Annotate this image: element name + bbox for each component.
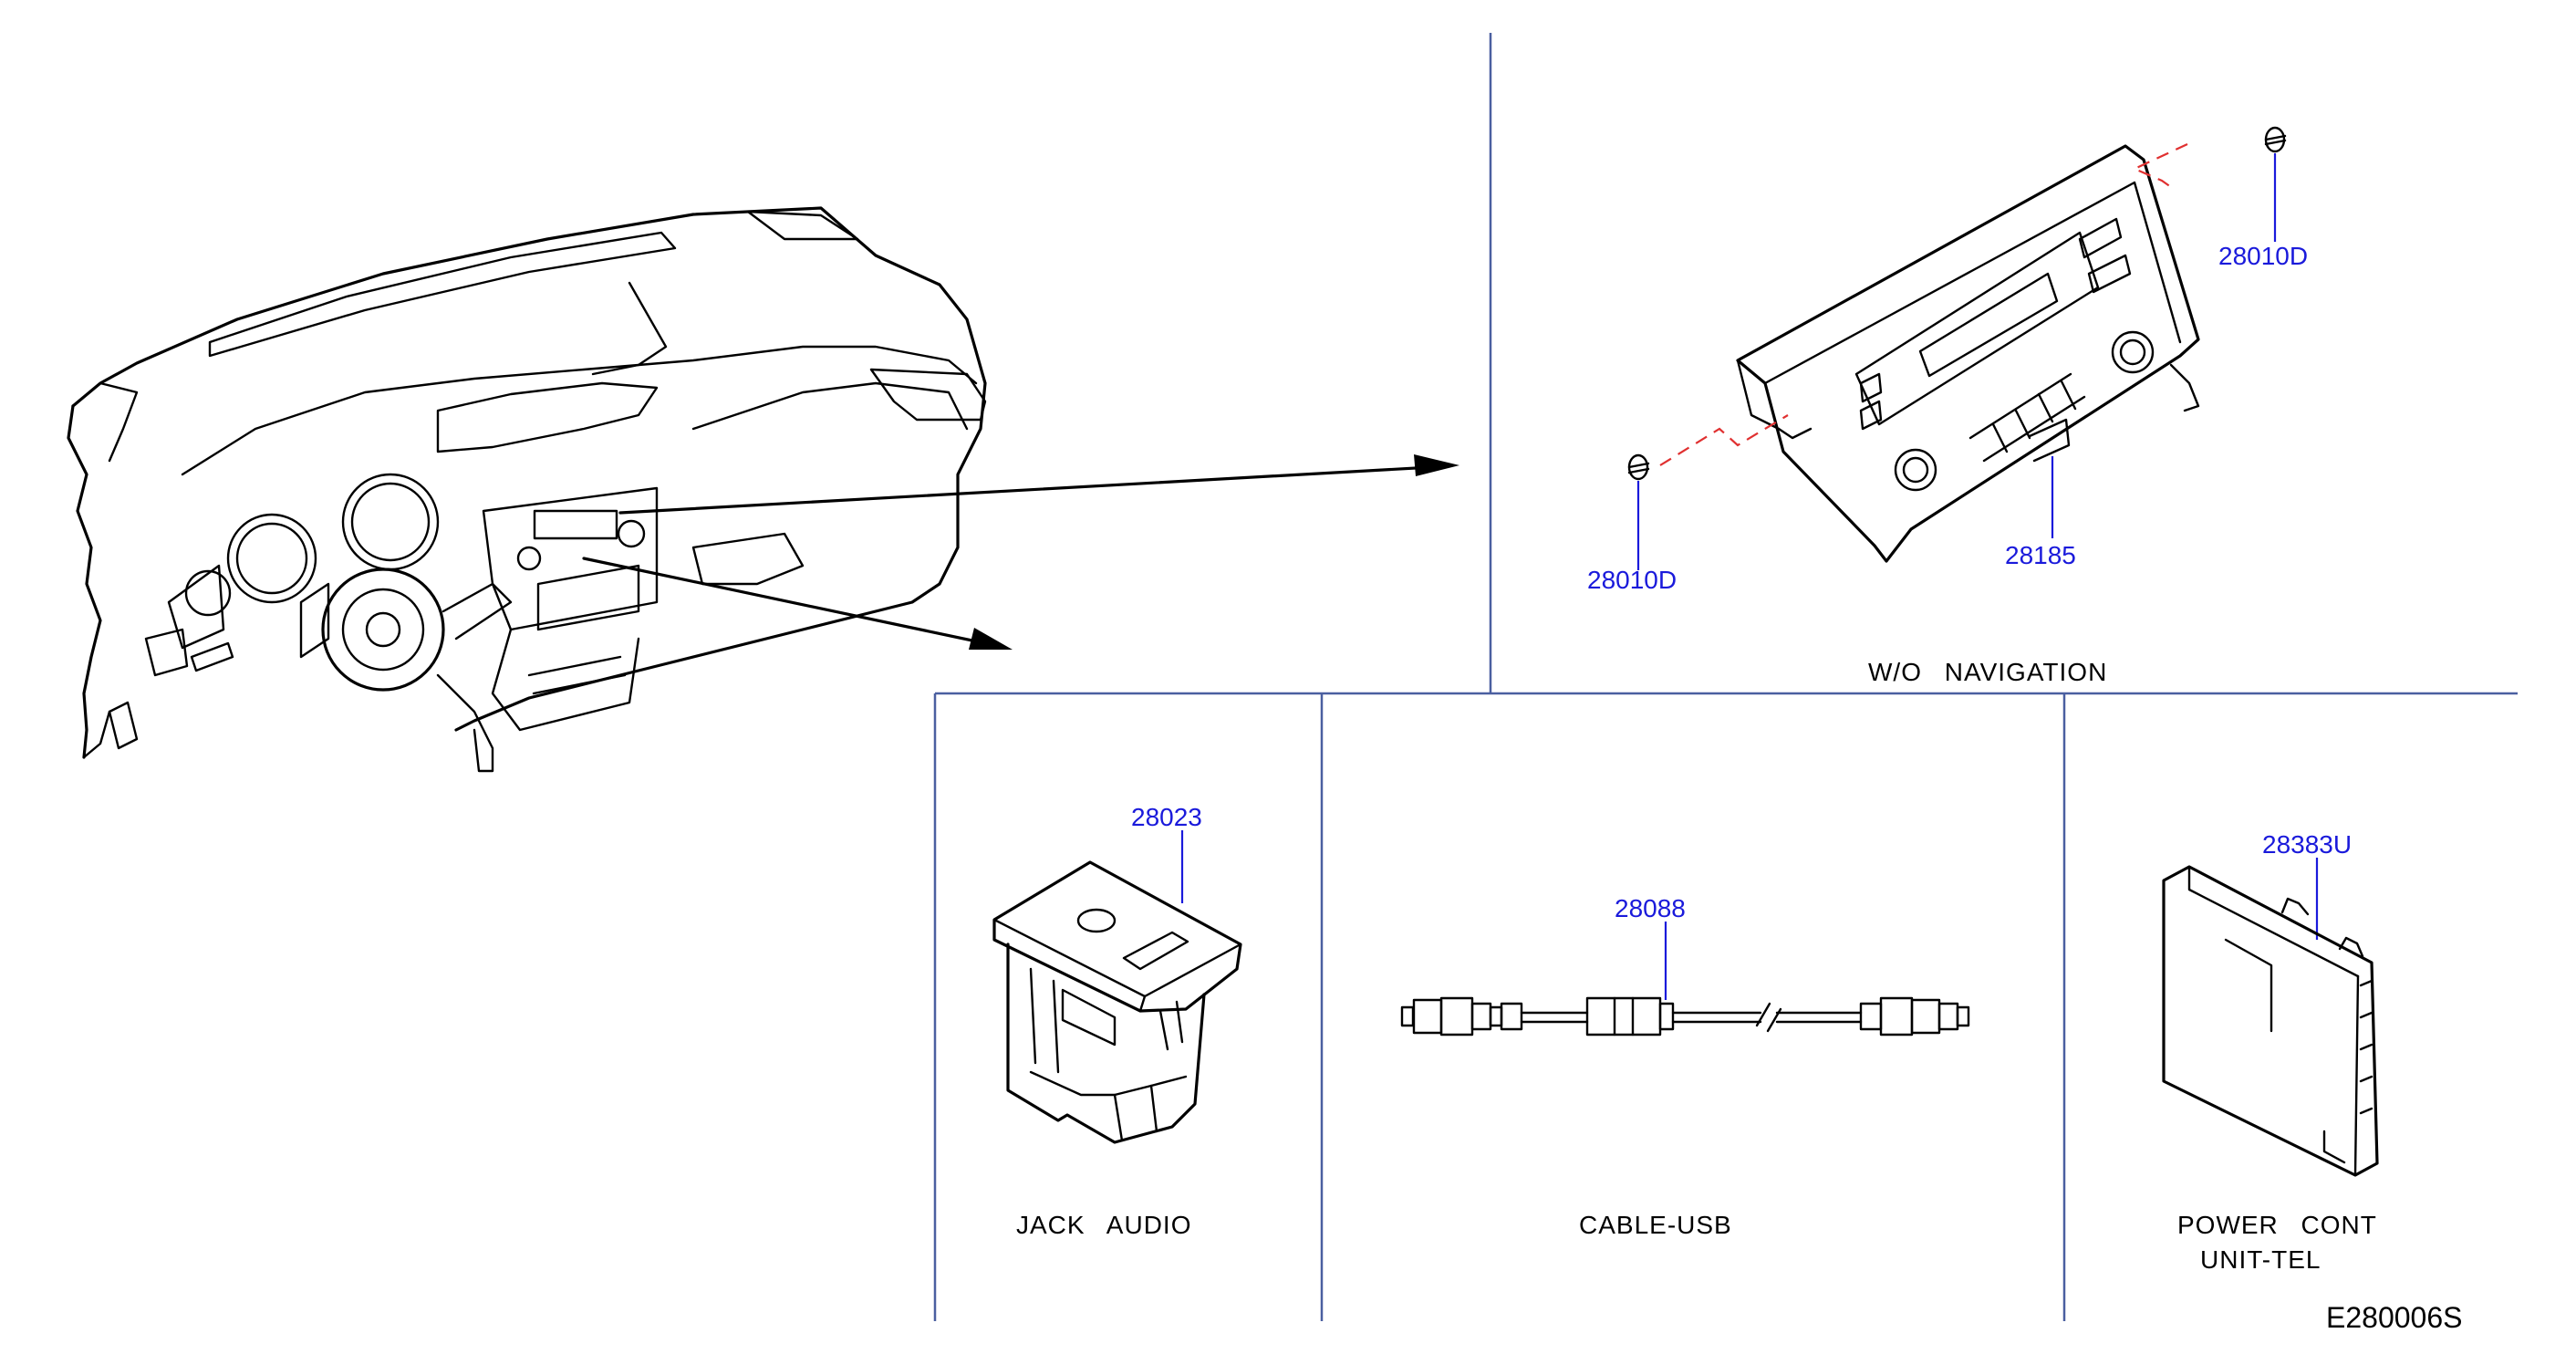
caption-jack-audio: JACK AUDIO <box>1016 1211 1191 1239</box>
caption-cable-usb: CABLE-USB <box>1579 1211 1732 1239</box>
caption-power-cont-line2: UNIT-TEL <box>2200 1245 2321 1274</box>
power-cont-unit-illustration <box>2162 865 2379 1177</box>
audio-unit-illustration <box>1736 144 2200 563</box>
screw-left-icon <box>1627 453 1650 481</box>
screws <box>1627 126 2287 481</box>
part-number-jack-audio[interactable]: 28023 <box>1131 803 1202 831</box>
part-number-labels: 28010D 28010D 28185 28023 28088 28383U <box>1131 242 2352 922</box>
cable-usb-illustration <box>1400 996 1970 1036</box>
dashboard-illustration <box>67 206 987 773</box>
section-captions: W/O NAVIGATION JACK AUDIO CABLE-USB POWE… <box>1016 658 2377 1274</box>
screw-right-icon <box>2264 126 2287 153</box>
caption-power-cont-line1: POWER CONT <box>2177 1211 2377 1239</box>
part-number-power-cont-unit[interactable]: 28383U <box>2262 830 2352 859</box>
section-dividers <box>933 33 2518 1321</box>
part-number-audio-unit[interactable]: 28185 <box>2005 541 2076 569</box>
part-number-screw-right[interactable]: 28010D <box>2218 242 2308 270</box>
pointer-arrows <box>582 454 1459 650</box>
caption-audio-section: W/O NAVIGATION <box>1868 658 2107 686</box>
leader-lines <box>1180 153 2319 1000</box>
diagram-code: E280006S <box>2326 1301 2462 1334</box>
jack-audio-illustration <box>992 860 1242 1144</box>
part-number-screw-left[interactable]: 28010D <box>1587 566 1677 594</box>
part-number-cable-usb[interactable]: 28088 <box>1615 894 1686 922</box>
